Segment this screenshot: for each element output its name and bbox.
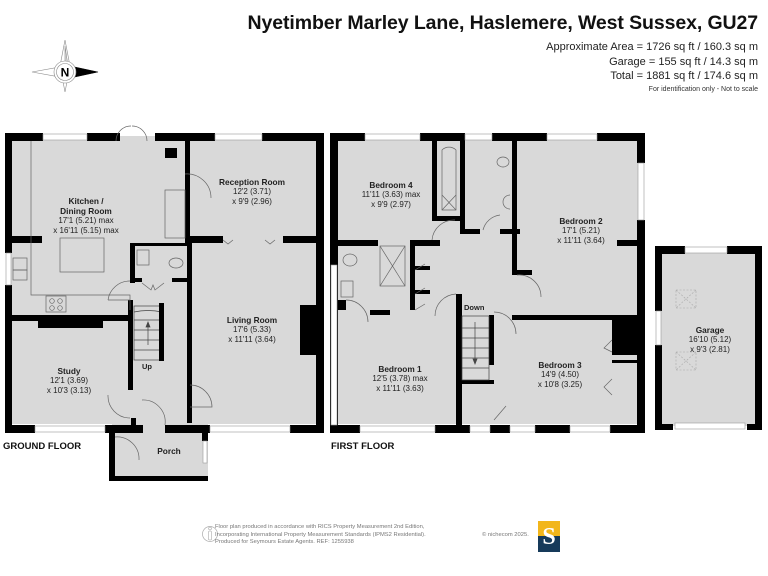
stairs-up-label: Up [142,362,152,371]
stairs-down-label: Down [464,303,485,312]
room-reception: Reception Room 12'2 (3.71) x 9'9 (2.96) [219,177,285,206]
approximate-area: Approximate Area = 1726 sq ft / 160.3 sq… [546,41,758,53]
room-study: Study 12'1 (3.69) x 10'3 (3.13) [46,366,92,395]
footer-text: Floor plan produced in accordance with R… [215,524,426,545]
room-living: Living Room 17'6 (5.33) x 11'11 (3.64) [226,315,278,344]
room-bedroom-4: Bedroom 4 11'11 (3.63) max x 9'9 (2.97) [361,180,421,209]
copyright-text: © nichecom 2025. [482,532,529,538]
room-bedroom-2: Bedroom 2 17'1 (5.21) x 11'11 (3.64) [557,216,605,245]
room-kitchen-dining: Kitchen / Dining Room 17'1 (5.21) max x … [53,196,119,235]
garage-plan [655,246,762,430]
ground-floor-plan [5,125,324,481]
rics-measurement-icon [202,526,218,542]
seymours-logo: S [538,521,560,552]
room-porch: Porch [157,446,181,456]
disclaimer-note: For identification only - Not to scale [648,86,758,93]
first-floor-plan [330,133,645,433]
compass-north-icon: N [31,39,99,93]
ground-floor-label: GROUND FLOOR [3,441,82,452]
room-garage: Garage 16'10 (5.12) x 9'3 (2.81) [688,325,732,354]
logo-letter: S [542,524,556,550]
area-summary: Approximate Area = 1726 sq ft / 160.3 sq… [546,40,758,84]
room-bedroom-3: Bedroom 3 14'9 (4.50) x 10'8 (3.25) [537,360,583,389]
first-floor-label: FIRST FLOOR [331,441,395,452]
svg-text:N: N [61,66,70,80]
total-area: Total = 1881 sq ft / 174.6 sq m [610,70,758,82]
garage-area: Garage = 155 sq ft / 14.3 sq m [609,55,758,68]
room-bedroom-1: Bedroom 1 12'5 (3.78) max x 11'11 (3.63) [372,364,428,393]
property-title: Nyetimber Marley Lane, Haslemere, West S… [247,12,759,34]
